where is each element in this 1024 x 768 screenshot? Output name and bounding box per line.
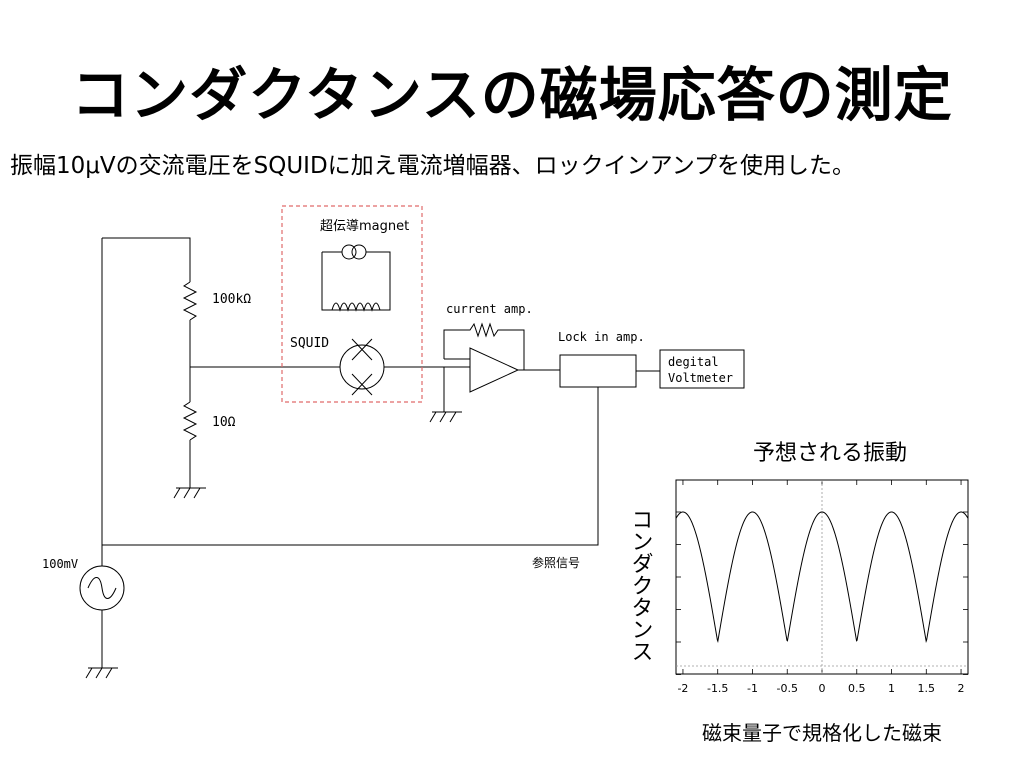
x-tick-label: -2: [677, 682, 688, 695]
x-axis-label: 磁束量子で規格化した磁束: [702, 721, 942, 745]
x-tick-label: 1: [888, 682, 895, 695]
source-label: 100mV: [42, 557, 78, 571]
y-ticks: [676, 511, 968, 675]
ground-symbol-divider: [173, 487, 206, 499]
voltmeter-box: [659, 349, 745, 389]
wire-top: [102, 237, 191, 282]
voltmeter-label-line1: degital: [668, 355, 719, 369]
resistor-bottom-label: 10Ω: [212, 415, 236, 430]
magnet-label: 超伝導magnet: [320, 219, 409, 234]
wire-reference: [102, 387, 599, 546]
chart-title: 予想される振動: [753, 441, 907, 466]
series-line-conductance: [675, 511, 969, 644]
resistor-100k: [182, 281, 198, 321]
slide-title: コンダクタンスの磁場応答の測定: [71, 61, 953, 129]
feedback-resistor: [443, 322, 525, 370]
squid-label: SQUID: [290, 336, 329, 351]
current-amp-label: current amp.: [446, 302, 533, 316]
x-tick-label: 1.5: [918, 682, 936, 695]
x-tick-label: 0.5: [848, 682, 866, 695]
x-tick-label: 0: [819, 682, 826, 695]
ground-symbol-source: [85, 667, 118, 679]
slide-subtitle: 振幅10μVの交流電圧をSQUIDに加え電流増幅器、ロックインアンプを使用した。: [10, 153, 856, 179]
current-amplifier-symbol: [469, 347, 520, 393]
reference-label: 参照信号: [532, 555, 580, 570]
x-tick-label: -0.5: [777, 682, 798, 695]
x-tick-label: -1: [747, 682, 758, 695]
x-tick-label: 2: [958, 682, 965, 695]
x-tick-label: -1.5: [707, 682, 728, 695]
voltmeter-label-line2: Voltmeter: [668, 371, 733, 385]
magnet-coil: [331, 302, 381, 312]
lockin-box: [559, 354, 637, 388]
y-axis-label: コンダクタンス: [628, 508, 653, 662]
magnet-wiring: [321, 251, 391, 311]
squid-junction-top: [351, 338, 373, 361]
lockin-label: Lock in amp.: [558, 330, 645, 344]
squid-junction-bottom: [351, 373, 373, 396]
magnet-region-box: [281, 205, 423, 403]
magnet-ring-right: [351, 244, 367, 260]
circuit-wiring: [79, 237, 745, 679]
oscillation-chart: 予想される振動 -2 -1.5 -1 -0.5 0 0.5 1 1.5 2 コンダクタンス 磁束…: [628, 441, 969, 745]
resistor-top-label: 100kΩ: [212, 292, 251, 307]
sine-glyph: [87, 577, 117, 599]
magnet-ring-left: [341, 244, 357, 260]
ground-symbol-amp: [429, 411, 462, 423]
resistor-10: [182, 401, 198, 441]
x-tick-labels: -2 -1.5 -1 -0.5 0 0.5 1 1.5 2: [677, 682, 964, 695]
squid-symbol: [339, 344, 385, 390]
